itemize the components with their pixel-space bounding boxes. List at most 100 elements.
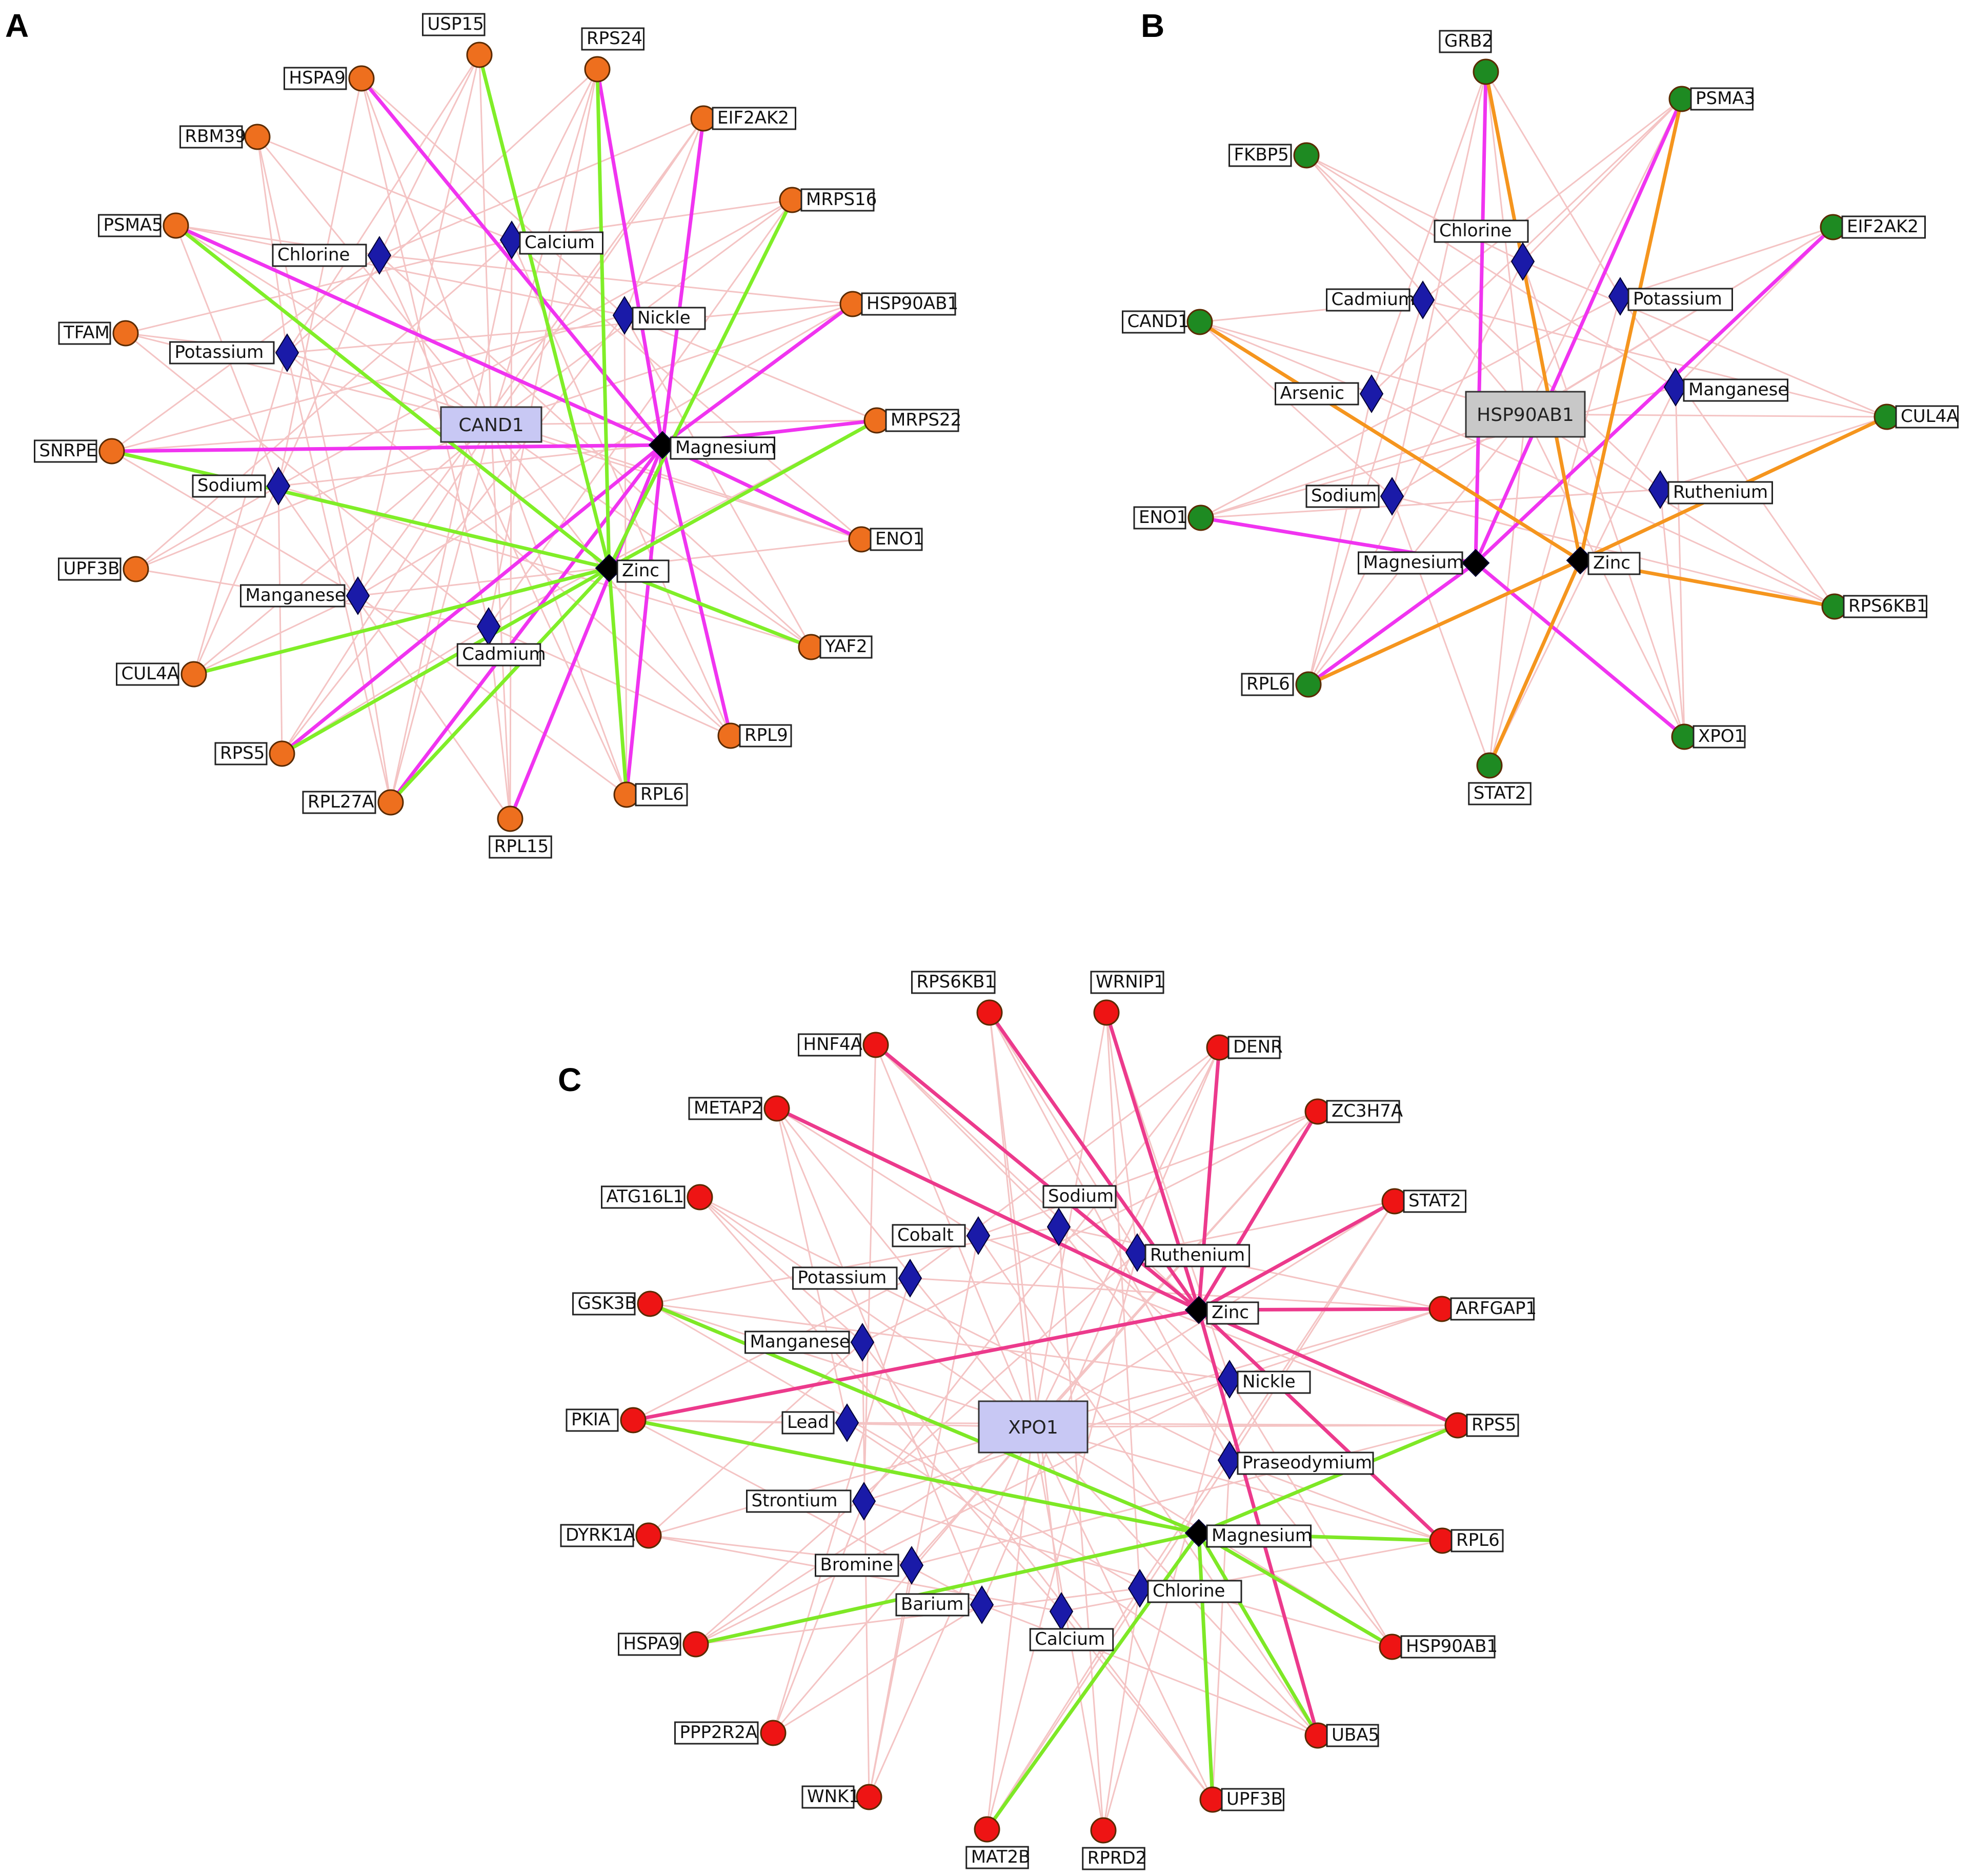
protein-node-mrps22: MRPS22 [863,407,961,434]
protein-xpo1-label: XPO1 [1693,725,1746,749]
metal-diamond-barium [970,1585,994,1624]
protein-rpl15-label: RPL15 [489,835,552,859]
protein-hspa9-label-box [284,67,347,90]
metal-potassium-label-box [169,341,275,365]
protein-node-rpl9: RPL9 [717,722,792,749]
protein-zc3h7a-label-box [1326,1100,1400,1123]
protein-pkia-label-text: PKIA [571,1409,610,1430]
metal-praseodymium-label-box [1237,1451,1374,1475]
panel-letter-c: C [558,1061,581,1098]
protein-node-grb2: GRB2 [1439,30,1499,85]
protein-circle-pkia [620,1407,647,1434]
edge-center-upf3b [1032,1426,1214,1800]
protein-rps6kb1-label-box [1843,595,1927,618]
metal-chlorine-label-text: Chlorine [1439,220,1512,241]
edge-manganese-xpo1 [1675,387,1685,737]
protein-rps5-label-box [214,742,268,765]
edge-center-rpl6 [1307,414,1526,685]
edge-zinc-rps5 [281,566,610,756]
metal-sodium-label-box [1042,1185,1117,1208]
protein-rps6kb1-label-box [911,971,996,994]
panel-b-network: B HSP90AB1ChlorinePotassiumCadmiumMangan… [1122,7,1959,805]
metal-chlorine-label-box [1434,219,1529,243]
protein-circle-psma5 [163,212,189,239]
metal-diamond-bromine [899,1546,924,1585]
protein-node-mrps16: MRPS16 [779,187,877,213]
metal-magnesium-label: Magnesium [670,436,776,460]
protein-metap2-label: METAP2 [688,1097,762,1120]
protein-circle-snrpe [98,438,125,465]
edge-potassium-rpl27a [286,352,392,803]
protein-psma3-label: PSMA3 [1690,87,1755,111]
protein-node-metap2: METAP2 [688,1095,790,1122]
protein-circle-wrnip1 [1093,999,1120,1026]
metal-manganese-label: Manganese [240,584,346,608]
protein-hsp90ab1-label-text: HSP90AB1 [1406,1636,1498,1657]
edge-manganese-cul4a [193,595,358,675]
protein-fkbp5-label: FKBP5 [1228,144,1292,167]
protein-node-hnf4a: HNF4A [798,1032,889,1058]
protein-dyrk1a-label-box [560,1524,634,1547]
center-node-box [440,406,542,443]
edge-center-snrpe [111,423,492,452]
edge-magnesium-eif2ak2 [1474,226,1835,564]
edge-center-hspa9 [360,78,492,425]
edge-zinc-psma3 [1578,98,1684,561]
metal-nickle-label: Nickle [632,307,706,330]
edge-center-ppp2r2a [772,1426,1034,1733]
edge-ruthenium-cul4a [1660,416,1887,491]
protein-hspa9-label-text: HSPA9 [623,1633,680,1654]
protein-hsp90ab1-label-text: HSP90AB1 [867,293,958,314]
protein-circle-gsk3b [637,1290,663,1317]
edge-ruthenium-eno1 [1200,489,1661,519]
protein-upf3b-label: UPF3B [1221,1788,1284,1811]
edge-zinc-cul4a [193,566,610,676]
edge-manganese-eif2ak2 [357,118,704,596]
protein-hsp90ab1-label: HSP90AB1 [861,292,958,316]
protein-rpl6-label: RPL6 [1451,1529,1504,1552]
metal-calcium-label: Calcium [519,231,603,255]
edge-ruthenium-xpo1 [1659,489,1685,737]
edge-magnesium-rpl27a [389,443,664,804]
edge-magnesium-hspa9 [360,77,664,447]
metal-sodium-label-text: Sodium [1311,486,1377,506]
panel-letter-b: B [1141,7,1164,44]
protein-psma5-label-box [98,214,162,237]
edge-nickle-rpl6 [623,315,628,795]
protein-fkbp5-label-box [1228,144,1292,167]
protein-rpl6-label-text: RPL6 [640,784,684,804]
edge-sodium-stat2 [1391,496,1490,766]
edge-potassium-usp15 [286,54,480,353]
metal-sodium-label-text: Sodium [1048,1186,1114,1206]
protein-circle-cand1 [1186,309,1213,335]
edge-zinc-psma5 [174,224,611,570]
edge-zinc-grb2 [1484,71,1582,561]
edge-nickle-mrps22 [624,314,877,421]
metal-node-bromine: Bromine [815,1546,924,1585]
protein-stat2-label-box [1403,1189,1466,1213]
protein-circle-usp15 [466,42,493,68]
protein-usp15-label: USP15 [422,13,486,36]
metal-ruthenium-label-box [1144,1244,1250,1267]
edge-chlorine-rpl6 [378,255,628,795]
metal-nickle-label-box [1237,1370,1311,1394]
protein-rps24-label-box [581,27,644,51]
protein-node-cand1: CAND1 [1122,309,1213,335]
protein-snrpe-label-text: SNRPE [39,440,97,461]
edge-ruthenium-fkbp5 [1305,154,1661,491]
protein-rps24-label: RPS24 [581,27,644,51]
edge-magnesium-eif2ak2 [660,118,706,446]
edge-magnesium-mat2b [985,1531,1200,1831]
protein-grb2-label-box [1439,30,1492,53]
metal-potassium-label: Potassium [792,1266,898,1290]
metal-diamond-manganese [346,576,370,615]
protein-wrnip1-label: WRNIP1 [1090,971,1165,994]
edge-center-psma5 [175,225,492,426]
metal-ruthenium-label: Ruthenium [1144,1244,1250,1267]
metal-magnesium-label-text: Magnesium [1363,552,1464,573]
edge-chlorine-psma3 [1522,98,1683,263]
edge-magnesium-snrpe [111,443,663,453]
metal-node-magnesium: Magnesium [1358,549,1490,577]
edge-zinc-stat2 [1198,1199,1396,1312]
metal-chlorine-label-text: Chlorine [277,245,350,265]
